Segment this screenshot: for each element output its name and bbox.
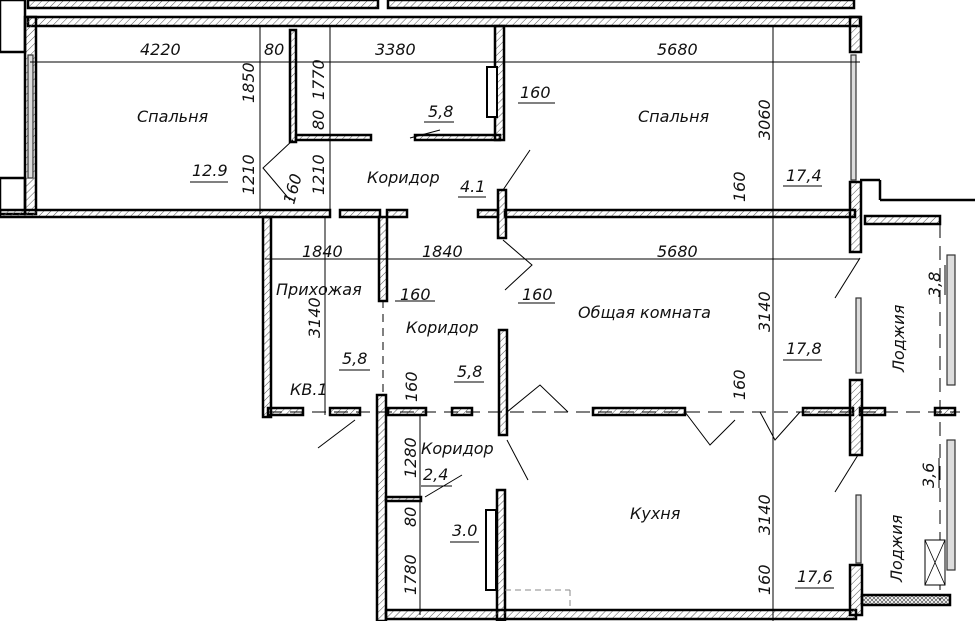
dim-1210-b: 1210 (309, 154, 328, 195)
dim-3060: 3060 (755, 99, 774, 140)
dim-5680-mid: 5680 (657, 242, 698, 261)
dim-160-a: 160 (280, 172, 306, 206)
dim-80-a: 80 (309, 110, 328, 130)
dim-1850: 1850 (239, 62, 258, 103)
room-name-loggia-2: Лоджия (887, 514, 906, 583)
fixtures (485, 66, 946, 591)
area-loggia-2: 3,6 (919, 463, 938, 488)
dim-160-b: 160 (730, 171, 749, 202)
dim-1770: 1770 (309, 59, 328, 100)
dim-1840-a: 1840 (302, 242, 343, 261)
apartment-label: КВ.1 (290, 380, 328, 399)
room-name-corridor-3: Коридор (421, 439, 494, 458)
room-name-bedroom-1: Спальня (137, 107, 209, 126)
room-name-kitchen: Кухня (630, 504, 681, 523)
area-bedroom-2: 17,4 (786, 166, 822, 185)
dim-3140-c: 3140 (755, 494, 774, 535)
room-name-living-room: Общая комната (578, 303, 711, 322)
dim-160-lead-c: 160 (522, 285, 553, 304)
dim-160-c: 160 (402, 371, 421, 402)
room-name-hallway: Прихожая (276, 280, 362, 299)
area-corridor-1: 5,8 (428, 102, 453, 121)
area-hallway: 5,8 (342, 349, 367, 368)
dim-1840-b: 1840 (422, 242, 463, 261)
dim-160-lead-b: 160 (400, 285, 431, 304)
room-labels: Спальня 12.9 Спальня 17,4 Коридор 5,8 4.… (137, 102, 946, 589)
area-corridor-2: 5,8 (457, 362, 482, 381)
area-bath-1: 4.1 (460, 177, 485, 196)
dimension-labels: 4220 80 3380 5680 1850 1770 80 1210 1210… (140, 40, 774, 595)
area-bedroom-1: 12.9 (192, 161, 228, 180)
dim-1210-a: 1210 (239, 154, 258, 195)
room-name-corridor-2: Коридор (406, 318, 479, 337)
area-living-room: 17,8 (786, 339, 822, 358)
room-name-bedroom-2: Спальня (638, 107, 710, 126)
room-name-loggia-1: Лоджия (889, 304, 908, 373)
dim-160-e: 160 (755, 564, 774, 595)
area-corridor-3: 2,4 (423, 465, 448, 484)
dim-4220: 4220 (140, 40, 181, 59)
area-bath-2: 3.0 (452, 521, 477, 540)
dim-1280: 1280 (401, 437, 420, 478)
dim-80-b: 80 (401, 507, 420, 527)
windows (27, 54, 956, 571)
dim-3380: 3380 (375, 40, 416, 59)
area-kitchen: 17,6 (797, 567, 833, 586)
dimension-lines (30, 25, 960, 621)
dim-3140-b: 3140 (755, 291, 774, 332)
dim-160-lead-a: 160 (520, 83, 551, 102)
dim-80-top: 80 (264, 40, 284, 59)
area-loggia-1: 3,8 (925, 272, 944, 297)
dim-3140-a: 3140 (305, 297, 324, 338)
room-name-corridor-1: Коридор (367, 168, 440, 187)
dim-5680-top: 5680 (657, 40, 698, 59)
dim-1780: 1780 (401, 554, 420, 595)
dim-160-d: 160 (730, 369, 749, 400)
